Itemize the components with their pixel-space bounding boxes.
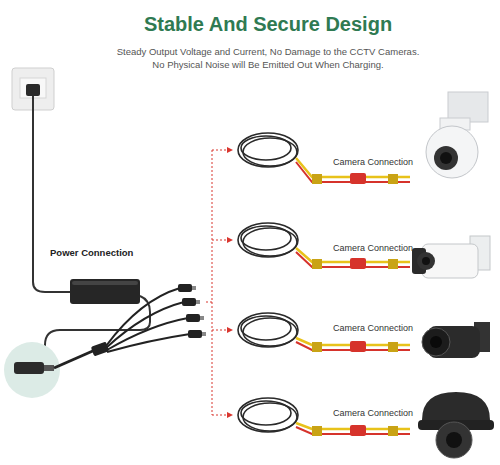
cable-coils bbox=[238, 223, 298, 257]
cable-coils bbox=[241, 226, 291, 250]
camera-leads bbox=[350, 425, 366, 436]
guide-arrowheads bbox=[227, 147, 233, 153]
splitter-cable bbox=[188, 330, 202, 338]
camera-leads bbox=[350, 341, 366, 352]
ptz-camera bbox=[434, 146, 458, 170]
bullet-camera-white bbox=[422, 257, 430, 265]
bullet-camera-black bbox=[430, 336, 442, 348]
guide-arrows bbox=[212, 330, 228, 331]
cable-coils bbox=[238, 313, 298, 347]
splitter-cable bbox=[186, 314, 200, 322]
guide-arrows bbox=[212, 150, 213, 415]
camera-leads bbox=[388, 174, 398, 184]
splitter-cable bbox=[54, 350, 95, 368]
power-adapter bbox=[72, 281, 138, 285]
bullet-camera-white bbox=[412, 236, 490, 278]
splitter-cable bbox=[178, 284, 192, 292]
dome-camera bbox=[446, 432, 462, 448]
dome-camera bbox=[418, 392, 494, 458]
camera-leads bbox=[312, 259, 322, 269]
camera-leads bbox=[388, 259, 398, 269]
guide-arrows bbox=[212, 415, 228, 416]
splitter-cable bbox=[4, 284, 206, 398]
guide-arrows bbox=[212, 150, 228, 151]
cable-coils bbox=[241, 316, 291, 340]
subtitle-line: No Physical Noise will Be Emitted Out Wh… bbox=[152, 59, 383, 70]
camera-label: Camera Connection bbox=[333, 408, 413, 418]
bullet-camera-black bbox=[422, 322, 490, 358]
camera-leads bbox=[350, 258, 366, 269]
splitter-cable bbox=[196, 300, 200, 304]
splitter-cable bbox=[107, 318, 188, 350]
cable-coils bbox=[241, 136, 291, 160]
power-adapter bbox=[45, 296, 150, 360]
camera-label: Camera Connection bbox=[333, 243, 413, 253]
camera-leads bbox=[312, 342, 322, 352]
splitter-cable bbox=[14, 362, 44, 374]
guide-arrowheads bbox=[227, 147, 233, 418]
camera-leads bbox=[312, 174, 322, 184]
camera-leads bbox=[296, 158, 410, 436]
splitter-cable bbox=[106, 302, 184, 348]
power-adapter bbox=[70, 279, 140, 304]
title: Stable And Secure Design bbox=[144, 13, 392, 36]
bullet-camera-black bbox=[422, 328, 450, 356]
splitter-cable bbox=[44, 365, 54, 371]
camera-label: Camera Connection bbox=[333, 157, 413, 167]
power-adapter bbox=[33, 96, 150, 360]
guide-arrowheads bbox=[227, 327, 233, 333]
guide-arrows bbox=[206, 302, 212, 303]
dome-camera bbox=[436, 422, 472, 458]
guide-arrows bbox=[212, 240, 228, 241]
wall-outlet bbox=[20, 78, 46, 98]
ptz-camera bbox=[426, 126, 478, 178]
camera-leads bbox=[388, 426, 398, 436]
cable-coils bbox=[238, 133, 298, 432]
ptz-camera bbox=[426, 92, 488, 178]
power-label: Power Connection bbox=[50, 247, 133, 258]
camera-leads bbox=[350, 173, 366, 184]
guide-arrows bbox=[206, 150, 228, 415]
ptz-camera bbox=[440, 152, 452, 164]
splitter-cable bbox=[4, 342, 60, 398]
camera-leads bbox=[312, 426, 322, 436]
splitter-cable bbox=[192, 286, 196, 290]
wall-outlet bbox=[26, 84, 40, 96]
guide-arrowheads bbox=[227, 237, 233, 243]
cable-coils bbox=[238, 398, 298, 432]
dome-camera bbox=[422, 392, 490, 420]
splitter-cable bbox=[202, 332, 206, 336]
splitter-cable bbox=[107, 334, 190, 352]
subtitle-line: Steady Output Voltage and Current, No Da… bbox=[117, 46, 420, 57]
splitter-cable bbox=[200, 316, 204, 320]
splitter-cable bbox=[182, 298, 196, 306]
guide-arrowheads bbox=[227, 412, 233, 418]
bullet-camera-white bbox=[417, 252, 435, 270]
cable-coils bbox=[241, 401, 291, 425]
camera-label: Camera Connection bbox=[333, 323, 413, 333]
power-adapter bbox=[33, 96, 70, 292]
camera-leads bbox=[388, 342, 398, 352]
cable-coils bbox=[238, 133, 298, 167]
